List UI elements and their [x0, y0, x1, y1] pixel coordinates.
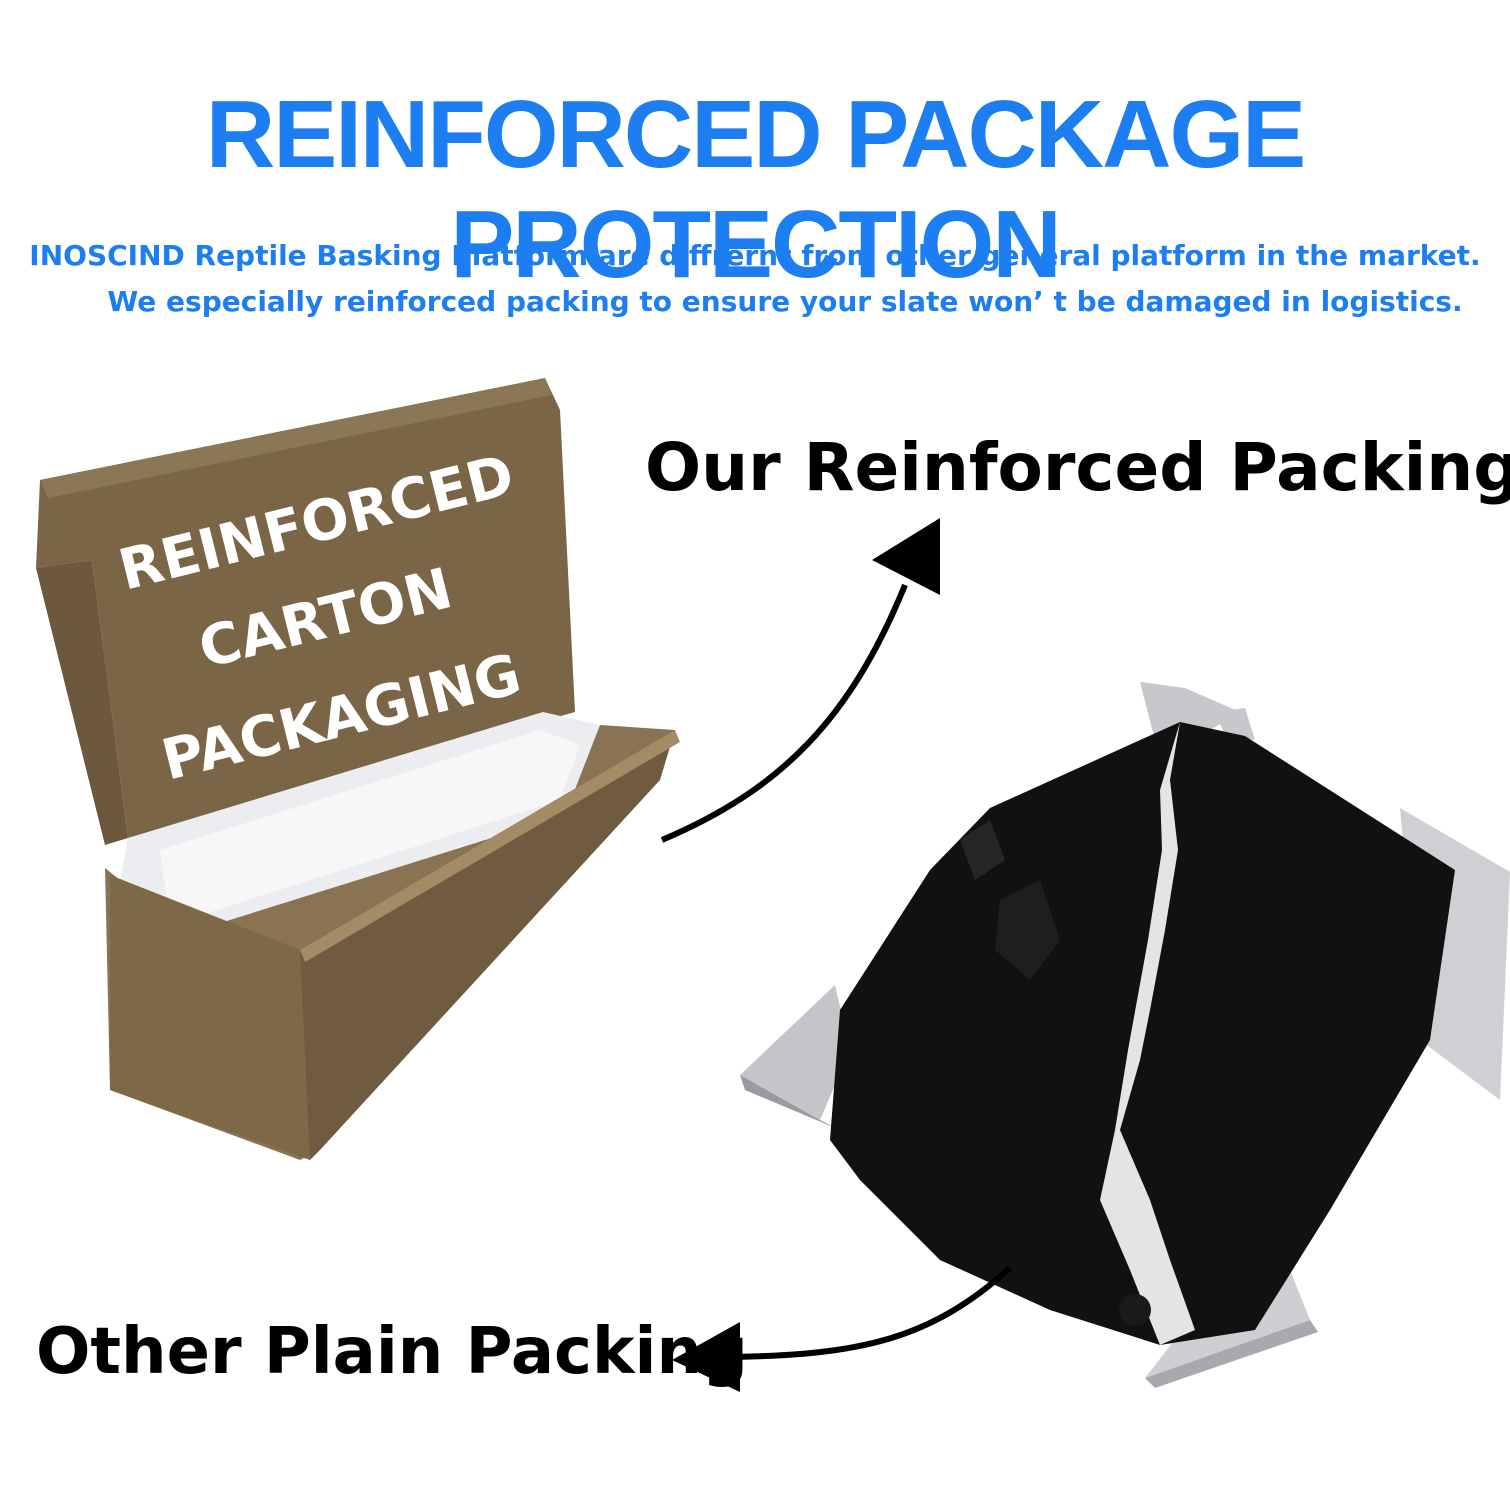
foam-corner — [740, 985, 850, 1120]
page-title: REINFORCED PACKAGE PROTECTION — [205, 81, 1306, 298]
subtitle-line-2: We especially reinforced packing to ensu… — [107, 285, 1463, 318]
reinforced-carton-image: REINFORCED CARTON PACKAGING — [36, 378, 680, 1160]
slate-crack — [1100, 722, 1195, 1345]
label-other-plain-packing: Other Plain Packing — [36, 1315, 748, 1389]
broken-slate-image — [740, 682, 1510, 1388]
arrow-to-other — [672, 1265, 1013, 1392]
label-our-reinforced-packing: Our Reinforced Packing — [645, 429, 1510, 506]
arrow-to-ours — [660, 518, 940, 843]
subtitle-line-1: INOSCIND Reptile Basking Platform are di… — [29, 239, 1481, 272]
carton-lid — [36, 378, 575, 838]
